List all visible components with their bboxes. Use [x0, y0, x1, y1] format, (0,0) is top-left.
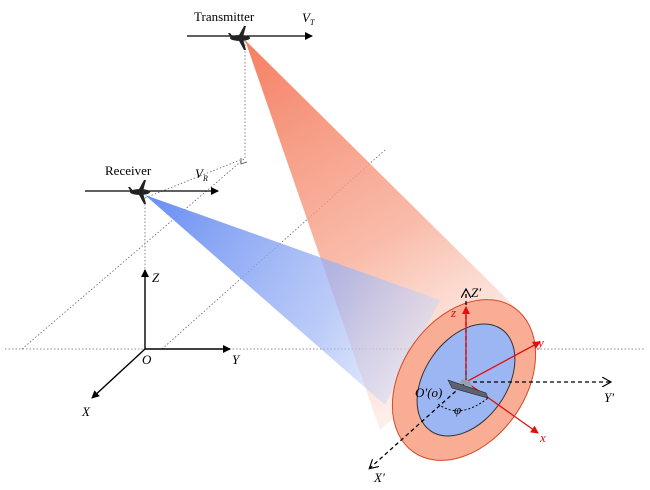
vr-label: VR: [195, 166, 208, 183]
phi-label: φ: [454, 402, 461, 417]
airplane-icon: [128, 180, 150, 204]
ship-icon: [447, 370, 489, 399]
receiver-label: Receiver: [105, 163, 152, 178]
phi-angle-arc: [437, 397, 489, 412]
transmitter-aircraft: [187, 26, 313, 50]
local-y-label: y: [536, 335, 544, 350]
local-x-label: x: [539, 430, 546, 445]
receiver-aircraft: [85, 180, 219, 204]
vt-label: VT: [302, 10, 315, 27]
local-z-label: z: [450, 305, 456, 320]
target-origin-label: O′(o): [415, 385, 442, 400]
transmitter-label: Transmitter: [194, 9, 255, 24]
z-axis-label: Z: [152, 270, 160, 285]
origin-label: O: [142, 352, 152, 367]
airplane-icon: [228, 26, 250, 50]
z-prime-axis-label: Z′: [471, 285, 481, 300]
x-prime-axis-label: X′: [373, 470, 385, 485]
global-axes: [91, 269, 231, 399]
x-axis-label: X: [81, 404, 91, 419]
y-prime-axis-label: Y′: [604, 390, 614, 405]
right-angle-marker: [240, 158, 248, 165]
receiver-beam: [145, 195, 440, 405]
y-axis-label: Y: [232, 352, 241, 367]
